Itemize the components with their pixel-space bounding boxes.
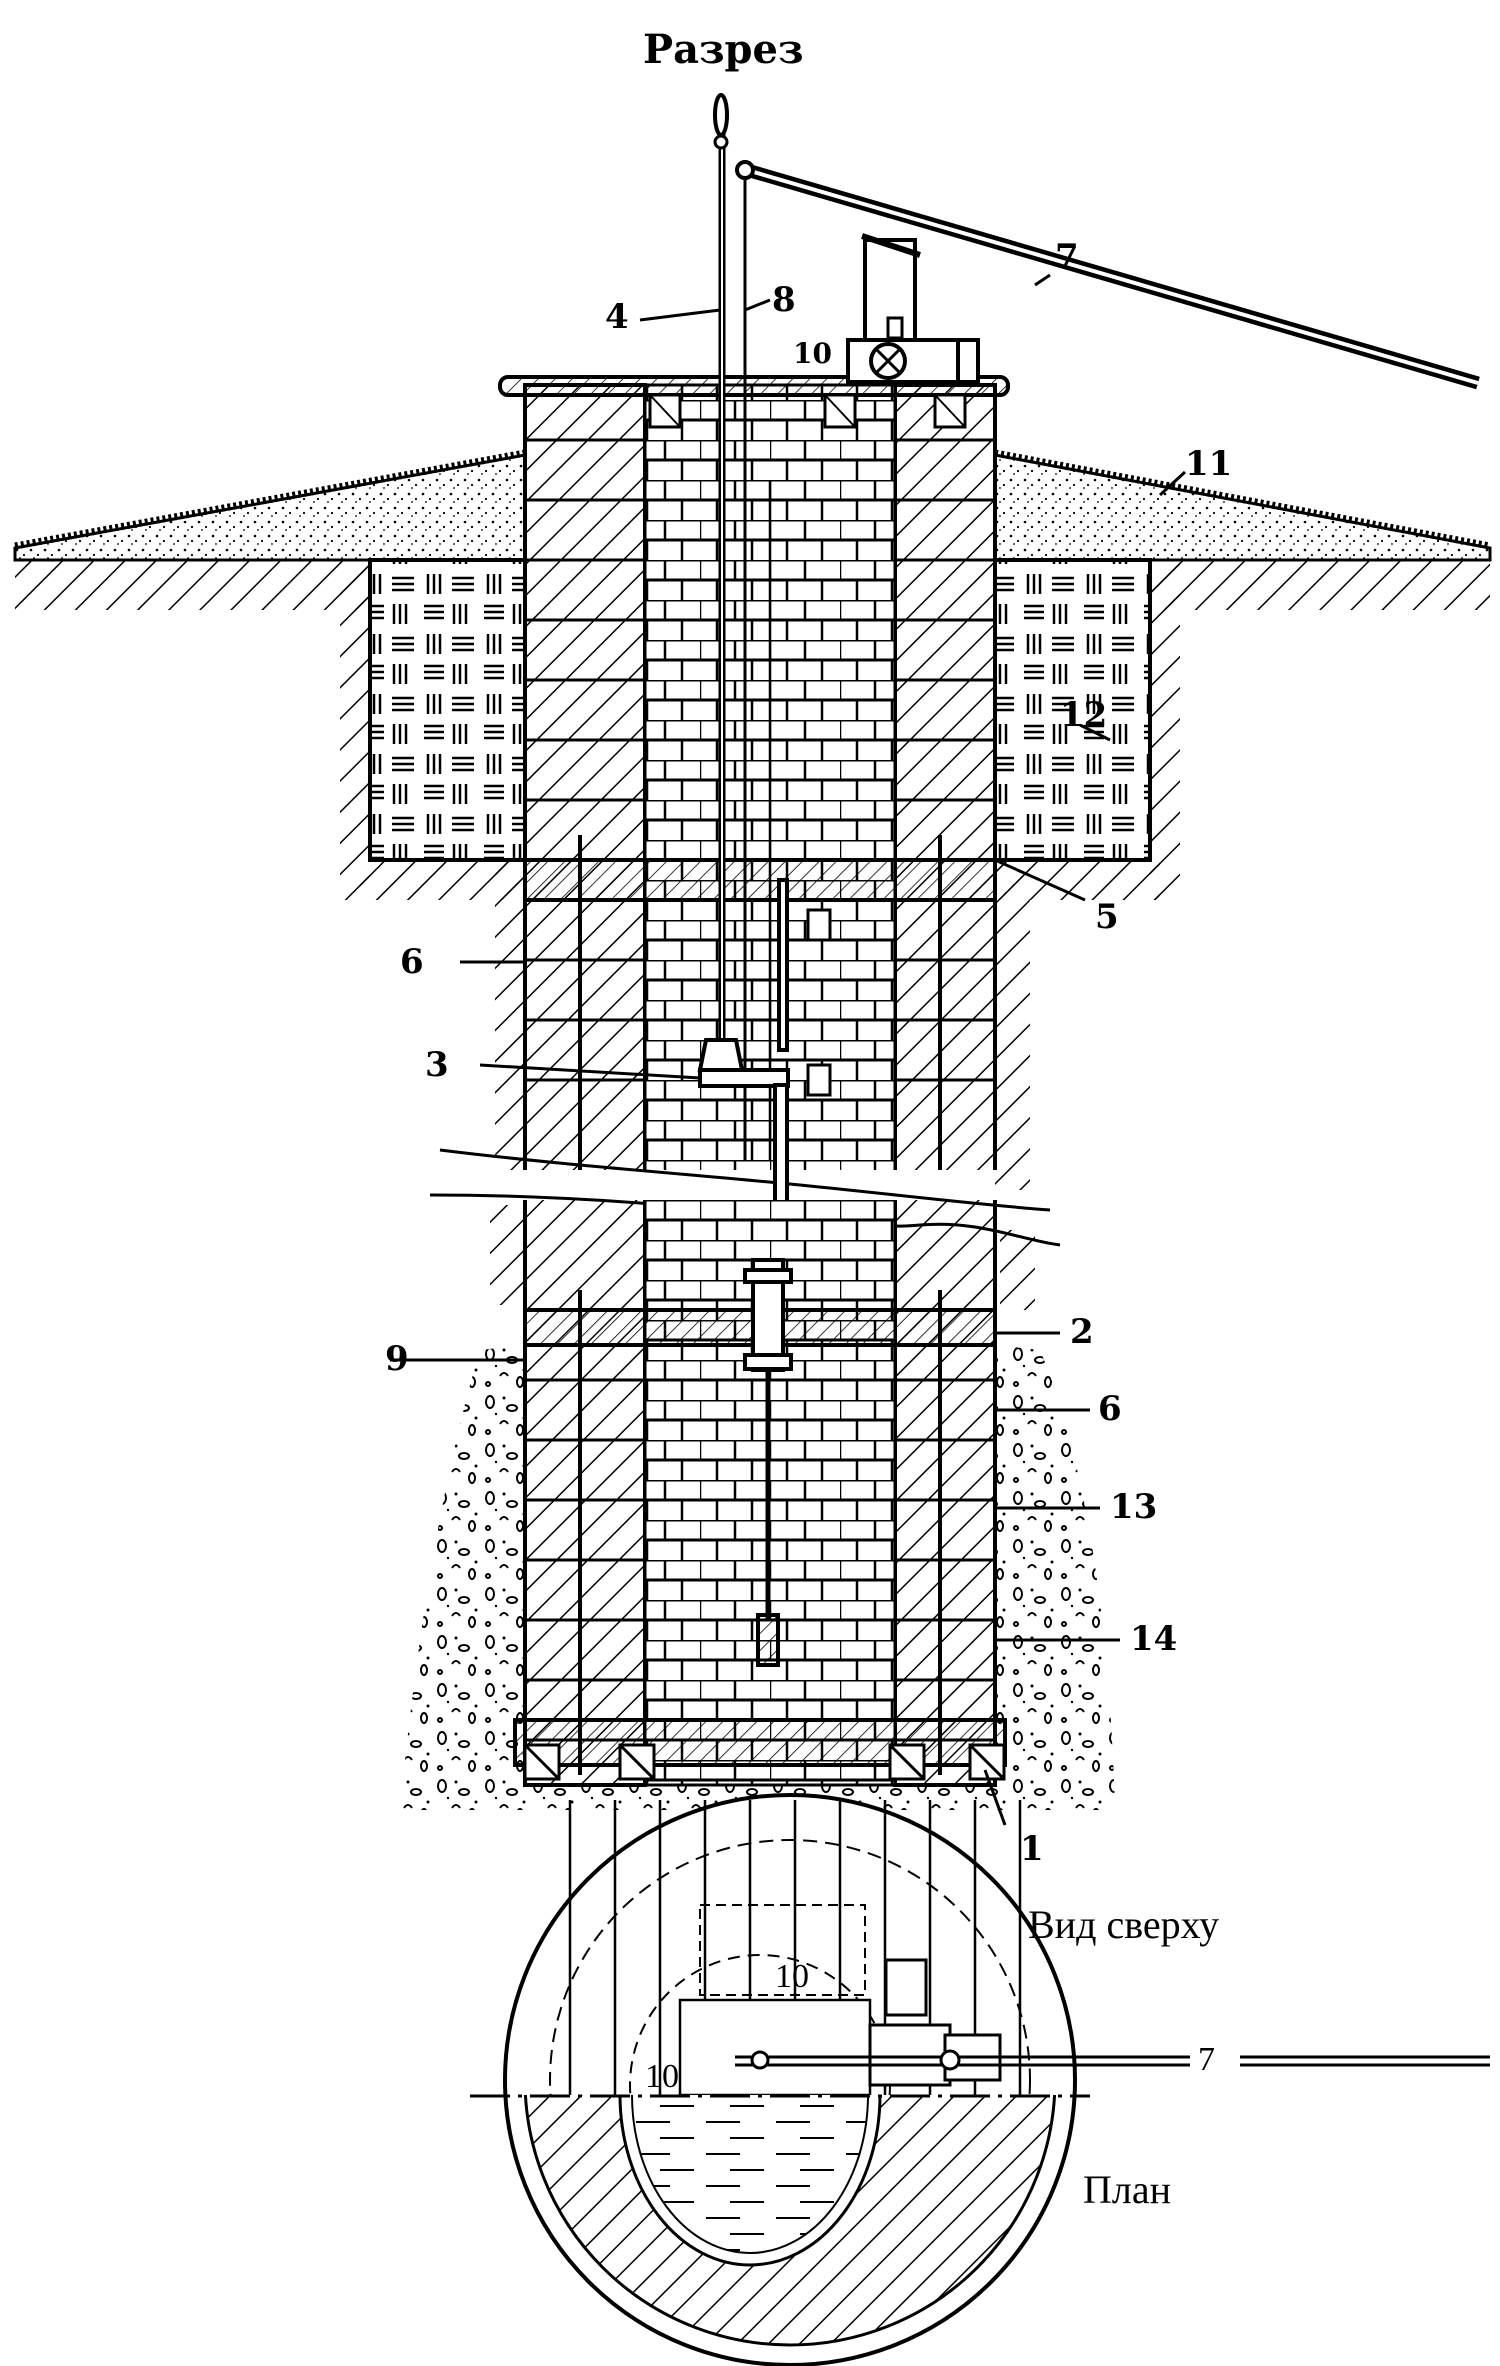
wooden-crib-5 (523, 858, 997, 902)
plan-lever-7 (1000, 2055, 1490, 2067)
pump-housing (846, 233, 980, 384)
rod-handle (713, 93, 729, 137)
label-10: 10 (793, 337, 832, 370)
filter-pipe (743, 1258, 793, 1667)
clay-mound-11 (13, 453, 527, 562)
clay-fill-12 (368, 558, 527, 862)
plan-view (470, 1793, 1490, 2366)
plan-caption: План (1083, 2167, 1172, 2212)
section-title: Разрез (643, 26, 804, 73)
section-view (13, 93, 1492, 1826)
label-13: 13 (1110, 1487, 1158, 1527)
plan-label-10-lower: 10 (645, 2058, 679, 2095)
plan-label-10-upper: 10 (775, 1958, 809, 1995)
top-view-caption: Вид сверху (1028, 1902, 1220, 1947)
label-2: 2 (1070, 1312, 1094, 1352)
label-5: 5 (1095, 897, 1119, 937)
label-4: 4 (605, 297, 629, 337)
label-12: 12 (1060, 695, 1108, 735)
label-14: 14 (1130, 1619, 1178, 1659)
label-6-lower: 6 (1098, 1389, 1122, 1429)
label-7: 7 (1055, 237, 1079, 277)
label-11: 11 (1185, 444, 1233, 484)
gravel-aquifer (400, 1345, 1115, 1810)
base-crib-1 (513, 1718, 1007, 1767)
leader-lines (390, 273, 1187, 1826)
label-8: 8 (772, 280, 796, 320)
lever-handle-7 (735, 160, 1480, 390)
label-9: 9 (385, 1339, 409, 1379)
label-3: 3 (425, 1045, 449, 1085)
label-6-upper: 6 (400, 942, 424, 982)
shaft-wall-right (893, 383, 997, 1170)
plan-label-7: 7 (1198, 2041, 1215, 2078)
shaft-wall-left (523, 383, 647, 1170)
label-1: 1 (1020, 1829, 1044, 1869)
